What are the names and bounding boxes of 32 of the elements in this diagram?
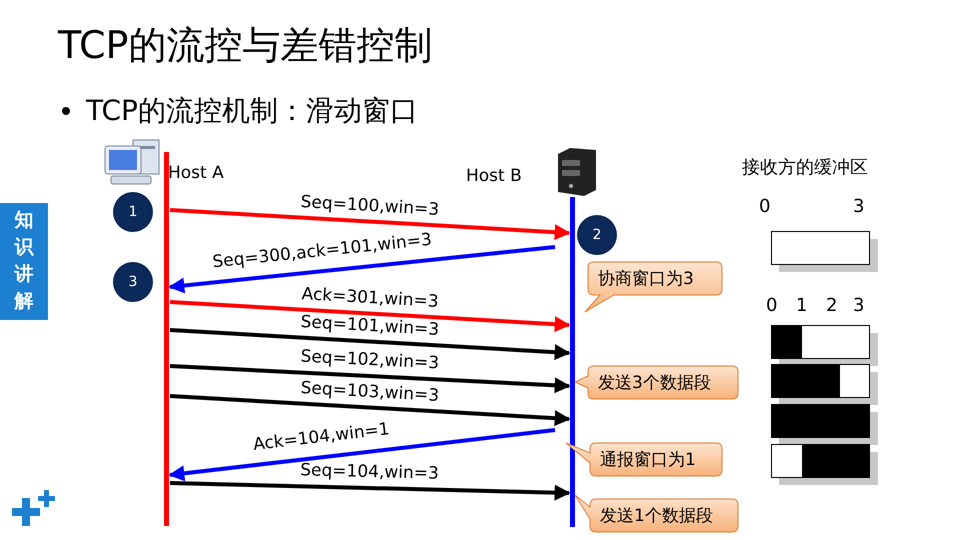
message-arrow: [170, 394, 571, 426]
message-arrow: [170, 364, 571, 394]
step-number: 2: [577, 215, 617, 255]
tick-number: 1: [796, 295, 808, 316]
message-arrow: [170, 300, 571, 332]
edge-label: Ack=104,win=1: [252, 418, 391, 454]
message-arrow: [168, 245, 556, 294]
tick-number: 0: [766, 295, 778, 316]
tick-number: 2: [826, 295, 838, 316]
side-tab: 知识讲解: [0, 203, 48, 320]
message-arrow: [170, 328, 571, 360]
host-label: Host A: [168, 163, 224, 183]
tick-number: 3: [853, 196, 864, 217]
bullet-text: TCP的流控机制：滑动窗口: [86, 93, 418, 129]
buffer-heading: 接收方的缓冲区: [742, 156, 868, 179]
edge-label: Seq=103,win=3: [300, 378, 440, 406]
tick-number: 0: [759, 196, 770, 217]
tick-number: 3: [853, 295, 864, 316]
message-arrow: [168, 428, 556, 482]
edge-label: Ack=301,win=3: [301, 284, 440, 312]
lifeline: [570, 197, 575, 527]
message-arrow: [170, 481, 571, 501]
edge-label: Seq=101,win=3: [300, 312, 440, 340]
step-number: 1: [113, 192, 153, 232]
edge-label: Seq=104,win=3: [300, 460, 440, 484]
lifeline: [164, 152, 169, 526]
slide-title: TCP的流控与差错控制: [58, 22, 432, 69]
host-label: Host B: [466, 166, 522, 186]
edge-label: Seq=100,win=3: [300, 192, 440, 220]
edge-label: Seq=102,win=3: [300, 346, 440, 374]
step-number: 3: [113, 262, 153, 302]
message-arrow: [170, 208, 571, 240]
